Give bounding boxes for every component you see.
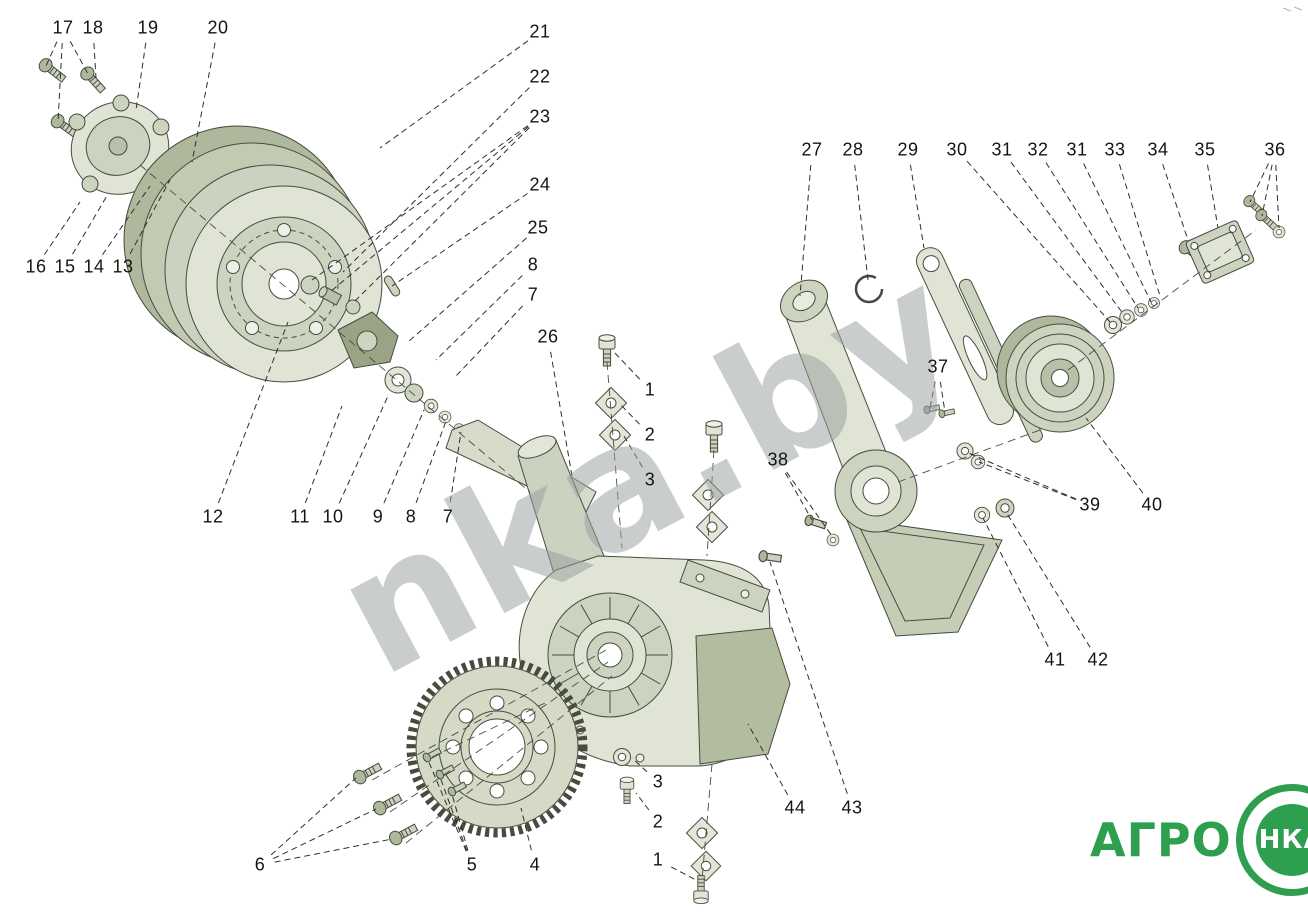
part-number-25: 25 [527,217,549,238]
part-number-26: 26 [537,326,559,347]
part-number-2: 2 [652,811,664,832]
part-number-5: 5 [466,854,478,875]
part-number-13: 13 [112,256,134,277]
sprocket-gear [406,656,588,838]
axis-lines [139,164,1257,881]
leader-lines [43,40,1280,881]
part-number-30: 30 [946,139,968,160]
part-number-44: 44 [784,797,806,818]
part-number-10: 10 [322,506,344,527]
gearbox-housing [518,555,791,767]
mounting-bracket [1185,220,1255,284]
part-number-42: 42 [1087,649,1109,670]
corner-mark [1282,6,1303,12]
part-number-37: 37 [927,356,949,377]
part-number-22: 22 [529,66,551,87]
part-number-39: 39 [1079,494,1101,515]
part-number-31: 31 [991,139,1013,160]
part-number-12: 12 [202,506,224,527]
hub-cover-assembly [36,55,203,195]
logo-inner-disc: НКА [1255,804,1308,876]
part-number-19: 19 [137,17,159,38]
part-number-2: 2 [644,424,656,445]
input-shaft-fork [445,419,605,581]
part-number-38: 38 [767,449,789,470]
tension-pulley [996,315,1115,433]
part-number-16: 16 [25,256,47,277]
part-number-8: 8 [527,254,539,275]
part-number-31: 31 [1066,139,1088,160]
part-number-29: 29 [897,139,919,160]
part-number-36: 36 [1264,139,1286,160]
part-number-23: 23 [529,106,551,127]
part-number-43: 43 [841,797,863,818]
part-number-7: 7 [442,506,454,527]
part-number-32: 32 [1027,139,1049,160]
part-number-1: 1 [644,379,656,400]
tension-lever [780,279,1003,637]
part-number-3: 3 [644,469,656,490]
hub-shaft-parts [300,275,465,435]
part-number-20: 20 [207,17,229,38]
part-number-6: 6 [254,854,266,875]
part-number-40: 40 [1141,494,1163,515]
part-number-15: 15 [54,256,76,277]
part-number-34: 34 [1147,139,1169,160]
logo-text-agro: АГРО [1090,813,1232,867]
part-number-17: 17 [52,17,74,38]
part-number-35: 35 [1194,139,1216,160]
part-number-11: 11 [290,506,310,527]
brand-logo: АГРО НКА [1090,784,1308,896]
logo-circle: НКА [1235,784,1308,896]
part-number-41: 41 [1044,649,1066,670]
small-fasteners [757,402,1015,565]
wheel-drum [123,125,383,383]
part-number-8: 8 [405,506,417,527]
part-number-3: 3 [652,771,664,792]
pulley-fasteners [1104,192,1286,334]
part-number-4: 4 [529,854,541,875]
part-number-7: 7 [527,284,539,305]
part-number-27: 27 [801,139,823,160]
part-number-14: 14 [83,256,105,277]
part-number-1: 1 [652,849,664,870]
part-number-9: 9 [372,506,384,527]
logo-text-nka: НКА [1258,825,1308,855]
part-number-21: 21 [529,21,551,42]
part-number-33: 33 [1104,139,1126,160]
part-number-18: 18 [82,17,104,38]
part-number-28: 28 [842,139,864,160]
part-number-24: 24 [529,174,551,195]
